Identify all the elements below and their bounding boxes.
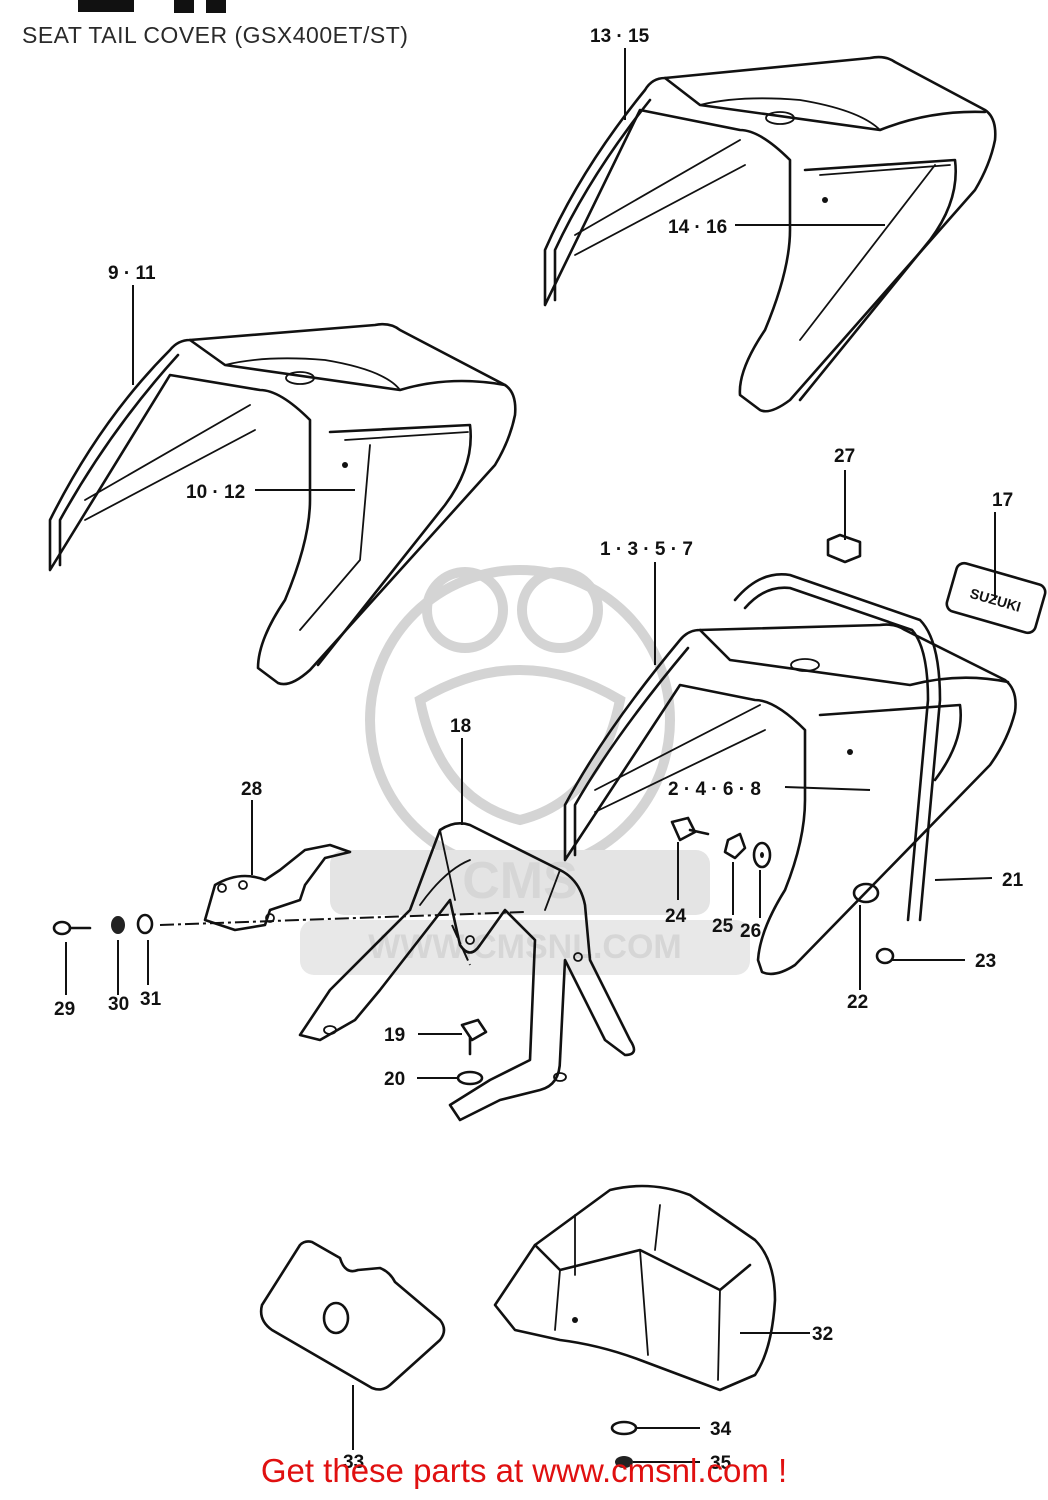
tail-cover-9-11: [48, 322, 517, 686]
callout-34: 34: [710, 1419, 732, 1440]
callout-2-4-6-8: 2 · 4 · 6 · 8: [668, 779, 761, 800]
callout-26: 26: [740, 921, 761, 942]
callout-32: 32: [812, 1324, 833, 1345]
callout-10-12: 10 · 12: [186, 482, 245, 503]
callout-1-3-5-7: 1 · 3 · 5 · 7: [600, 539, 693, 560]
callout-labels: 13 · 15 14 · 16 9 · 11 10 · 12 27 17 1 ·…: [54, 26, 1024, 1474]
part-33-plate: [259, 1240, 446, 1391]
callout-20: 20: [384, 1069, 405, 1090]
callout-19: 19: [384, 1025, 405, 1046]
page-title: SEAT TAIL COVER (GSX400ET/ST): [22, 22, 409, 48]
callout-9-11: 9 · 11: [108, 263, 156, 284]
callout-30: 30: [108, 994, 129, 1015]
callout-14-16: 14 · 16: [668, 217, 727, 238]
callout-22: 22: [847, 992, 868, 1013]
callout-31: 31: [140, 989, 162, 1010]
callout-33: 33: [343, 1452, 364, 1473]
callout-18: 18: [450, 716, 471, 737]
callout-21: 21: [1002, 870, 1024, 891]
leader-lines: [65, 48, 996, 1463]
callout-35: 35: [710, 1453, 732, 1474]
callout-13-15: 13 · 15: [590, 26, 650, 47]
part-28-lock: [203, 843, 352, 932]
cms-watermark: CMS WWW.CMSNL.COM: [300, 565, 750, 975]
header-logo-fragment: [78, 0, 226, 13]
callout-29: 29: [54, 999, 75, 1020]
footer-link[interactable]: Get these parts at www.cmsnl.com !: [260, 1452, 788, 1489]
watermark-brand: CMS: [462, 852, 578, 910]
callout-27: 27: [834, 446, 855, 467]
part-27-nut: [826, 533, 862, 564]
hardware-parts: [52, 816, 895, 1468]
watermark-url: WWW.CMSNL.COM: [368, 928, 682, 966]
callout-25: 25: [712, 916, 734, 937]
tail-cover-1-3-5-7: [563, 573, 1017, 976]
part-18-frame: [298, 822, 636, 1122]
tail-cover-13-15: [543, 55, 997, 413]
assembly-axis-line: [159, 911, 526, 926]
part-32-seat-tail: [493, 1184, 777, 1392]
callout-28: 28: [241, 779, 262, 800]
callout-23: 23: [975, 951, 996, 972]
callout-17: 17: [992, 490, 1013, 511]
callout-24: 24: [665, 906, 687, 927]
